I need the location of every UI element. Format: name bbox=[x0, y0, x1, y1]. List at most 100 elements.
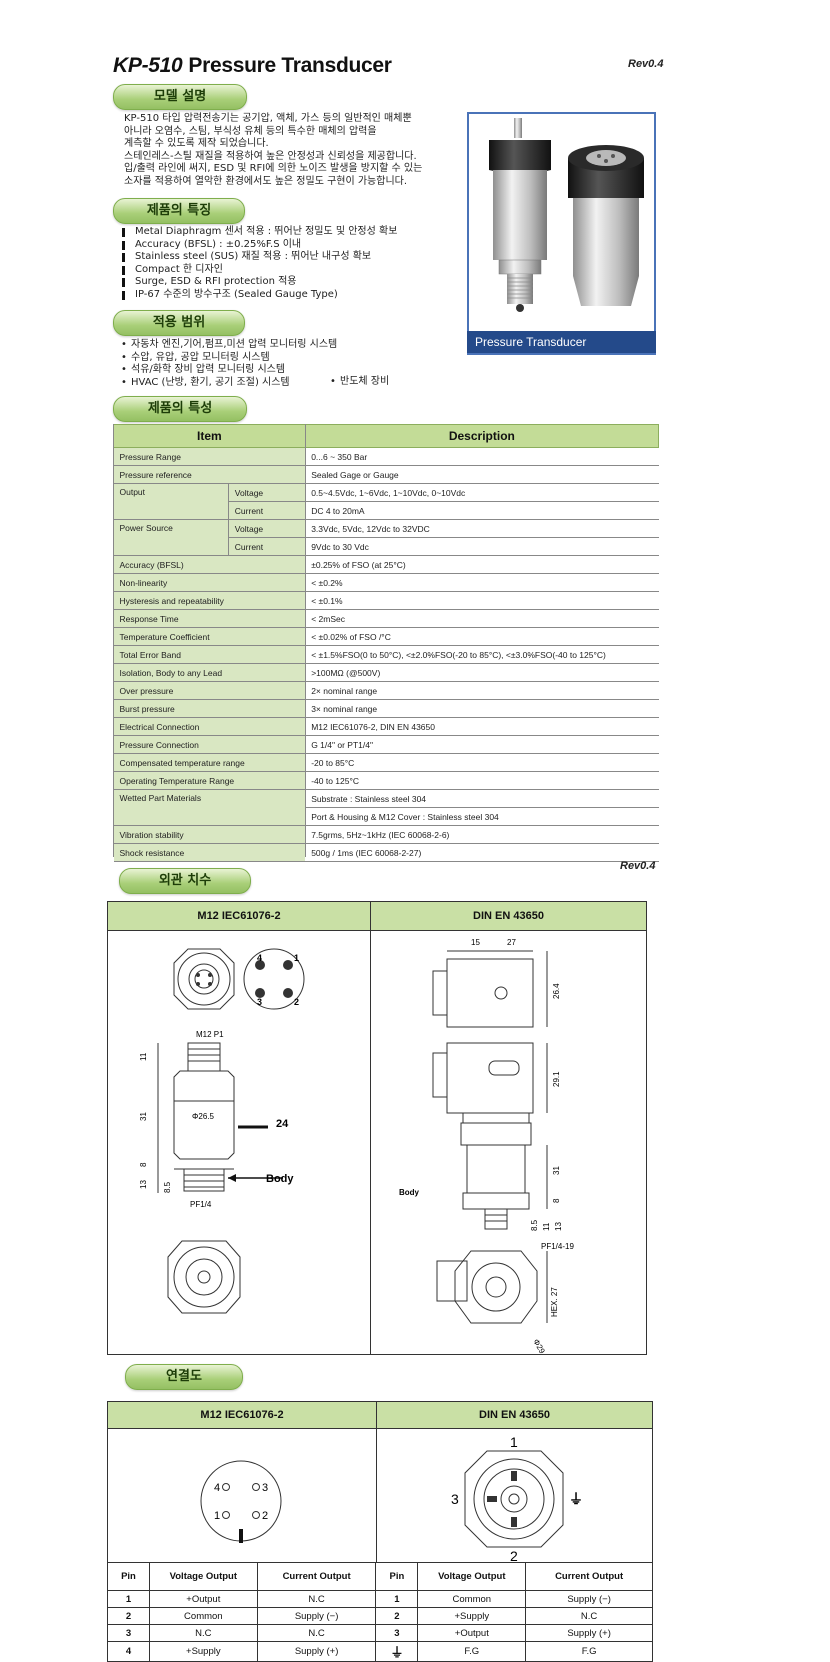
table-divider bbox=[113, 424, 114, 857]
section-model-desc: 모델 설명 bbox=[113, 84, 247, 110]
spec-subitem: Current bbox=[227, 501, 306, 520]
dim-8-5: 8.5 bbox=[163, 1181, 172, 1193]
connection-box: M12 IEC61076-2 DIN EN 43650 4 3 1 2 1 3 … bbox=[107, 1401, 653, 1662]
current-output: Supply (−) bbox=[525, 1590, 653, 1608]
current-output: N.C bbox=[256, 1624, 377, 1642]
spec-item: Isolation, Body to any Lead bbox=[113, 663, 306, 682]
table-row: Accuracy (BFSL)±0.25% of FSO (at 25°C) bbox=[113, 555, 659, 574]
section-dimensions: 외관 치수 bbox=[119, 868, 251, 894]
current-output: Supply (+) bbox=[525, 1624, 653, 1642]
spec-value: 2× nominal range bbox=[305, 681, 659, 700]
pin-label: 4 bbox=[214, 1482, 220, 1494]
pin-label: 3 bbox=[451, 1491, 459, 1507]
revision-label-2: Rev0.4 bbox=[620, 860, 656, 872]
list-item: 반도체 장비 bbox=[330, 376, 389, 389]
din-pinout-drawing: 1 3 2 ⏚ bbox=[451, 1434, 583, 1563]
spec-item: Hysteresis and repeatability bbox=[113, 591, 306, 610]
section-application: 적용 범위 bbox=[113, 310, 245, 336]
spec-value: ±0.25% of FSO (at 25°C) bbox=[305, 555, 659, 574]
table-row: Compensated temperature range-20 to 85°C bbox=[113, 753, 659, 772]
dim-hex-24: 24 bbox=[276, 1118, 289, 1130]
pin-label: 3 bbox=[262, 1482, 268, 1494]
pin-label: 4 bbox=[257, 953, 262, 963]
col-header-pin: Pin bbox=[107, 1562, 150, 1591]
spec-subitem: Voltage bbox=[227, 483, 306, 502]
spec-subitem: Current bbox=[227, 537, 306, 556]
din-dim-8: 8 bbox=[552, 1198, 561, 1203]
spec-value: Port & Housing & M12 Cover : Stainless s… bbox=[305, 807, 659, 826]
spec-item: Output bbox=[113, 483, 229, 520]
table-row: Operating Temperature Range-40 to 125°C bbox=[113, 771, 659, 790]
current-output: N.C bbox=[525, 1607, 653, 1625]
product-photo bbox=[467, 112, 656, 355]
table-header: Item Description bbox=[113, 424, 660, 448]
col-header-voltage: Voltage Output bbox=[148, 1562, 258, 1591]
body-label: Body bbox=[266, 1173, 294, 1185]
pin-number: 2 bbox=[375, 1607, 419, 1625]
list-item: Compact 한 디자인 bbox=[121, 264, 397, 277]
desc-line: 입/출력 라인에 써지, ESD 및 RFI에 의한 노이즈 발생을 방지할 수… bbox=[124, 163, 423, 175]
list-item: Stainless steel (SUS) 재질 적용 : 뛰어난 내구성 확보 bbox=[121, 251, 397, 264]
dim-header-din: DIN EN 43650 bbox=[371, 902, 646, 931]
table-row: Current 9Vdc to 30 Vdc bbox=[114, 537, 659, 556]
table-row: Power Source Voltage 3.3Vdc, 5Vdc, 12Vdc… bbox=[113, 519, 659, 556]
list-item: 석유/화학 장비 압력 모니터링 시스템 bbox=[121, 364, 337, 377]
desc-line: 아니라 오염수, 스팀, 부식성 유체 등의 특수한 매체의 압력을 bbox=[124, 125, 377, 137]
spec-value: < ±0.02% of FSO /°C bbox=[305, 627, 659, 646]
spec-item: Compensated temperature range bbox=[113, 753, 306, 772]
conn-header-din: DIN EN 43650 bbox=[377, 1402, 652, 1429]
section-connection: 연결도 bbox=[125, 1364, 243, 1390]
pin-number: 2 bbox=[107, 1607, 150, 1625]
spec-value: -20 to 85°C bbox=[305, 753, 659, 772]
product-name: Pressure Transducer bbox=[188, 54, 392, 77]
revision-label: Rev0.4 bbox=[628, 58, 664, 70]
current-output: Supply (+) bbox=[256, 1641, 377, 1662]
spec-value: >100MΩ (@500V) bbox=[305, 663, 659, 682]
application-list-extra: 반도체 장비 bbox=[330, 376, 389, 389]
spec-value: 500g / 1ms (IEC 60068-2-27) bbox=[305, 843, 659, 862]
ground-icon: ⏚ bbox=[375, 1641, 419, 1662]
section-specs: 제품의 특성 bbox=[113, 396, 247, 422]
table-row: Total Error Band< ±1.5%FSO(0 to 50°C), <… bbox=[113, 645, 659, 664]
din-hex-label: HEX. 27 bbox=[550, 1287, 559, 1317]
transducer-illustration bbox=[489, 118, 644, 312]
spec-item: Shock resistance bbox=[113, 843, 306, 862]
current-output: F.G bbox=[525, 1641, 653, 1662]
dim-8: 8 bbox=[139, 1162, 148, 1167]
table-row: Pressure reference Sealed Gage or Gauge bbox=[113, 465, 659, 484]
spec-value: 0...6 ~ 350 Bar bbox=[305, 447, 659, 466]
table-row: Response Time< 2mSec bbox=[113, 609, 659, 628]
photo-caption: Pressure Transducer bbox=[467, 331, 656, 353]
din-dim-8-5: 8.5 bbox=[530, 1219, 539, 1231]
pin-label: 1 bbox=[294, 953, 299, 963]
spec-item: Temperature Coefficient bbox=[113, 627, 306, 646]
voltage-output: +Supply bbox=[417, 1607, 527, 1625]
pin-table: Pin Voltage Output Current Output Pin Vo… bbox=[107, 1562, 653, 1662]
list-item: Metal Diaphragm 센서 적용 : 뛰어난 정밀도 및 안정성 확보 bbox=[121, 226, 397, 239]
voltage-output: +Supply bbox=[148, 1641, 258, 1662]
voltage-output: +Output bbox=[417, 1624, 527, 1642]
table-row: Pressure Range 0...6 ~ 350 Bar bbox=[113, 447, 659, 466]
voltage-output: Common bbox=[417, 1590, 527, 1608]
pin-label: 1 bbox=[214, 1510, 220, 1522]
spec-item: Response Time bbox=[113, 609, 306, 628]
feature-list: Metal Diaphragm 센서 적용 : 뛰어난 정밀도 및 안정성 확보… bbox=[121, 226, 397, 301]
table-row: Non-linearity< ±0.2% bbox=[113, 573, 659, 592]
din-dim-31: 31 bbox=[552, 1166, 561, 1175]
voltage-output: +Output bbox=[148, 1590, 258, 1608]
table-row: Temperature Coefficient< ±0.02% of FSO /… bbox=[113, 627, 659, 646]
pin-number: 3 bbox=[375, 1624, 419, 1642]
dim-divider bbox=[370, 930, 371, 1354]
spec-value: < ±0.2% bbox=[305, 573, 659, 592]
spec-value: 3.3Vdc, 5Vdc, 12Vdc to 32VDC bbox=[305, 519, 659, 538]
spec-value: M12 IEC61076-2, DIN EN 43650 bbox=[305, 717, 659, 736]
spec-value: 7.5grms, 5Hz~1kHz (IEC 60068-2-6) bbox=[305, 825, 659, 844]
din-dim-26-4: 26.4 bbox=[552, 983, 561, 999]
desc-line: 스테인레스-스틸 재질을 적용하여 높은 안정성과 신뢰성을 제공합니다. bbox=[124, 150, 417, 162]
dimension-drawing-box: M12 IEC61076-2 DIN EN 43650 bbox=[107, 901, 647, 1355]
din-thread-label: PF1/4-19 bbox=[541, 1242, 574, 1251]
spec-value: G 1/4" or PT1/4" bbox=[305, 735, 659, 754]
